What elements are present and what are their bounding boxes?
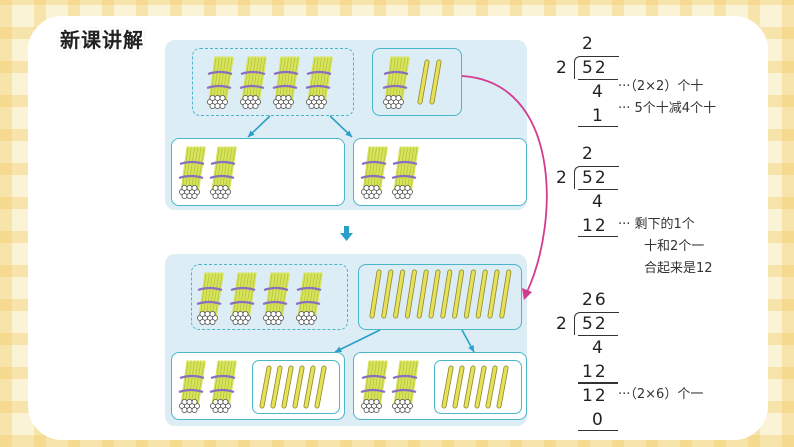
division-note: ···（2×2）个十 <box>618 79 704 94</box>
stick-bundle <box>382 56 410 110</box>
split-arrow-left-2 <box>334 329 381 353</box>
stick-bundle <box>360 146 388 200</box>
stick-bundle <box>209 360 237 414</box>
working-row: 4 <box>592 338 605 358</box>
loose-stick <box>428 269 441 319</box>
loose-stick <box>404 269 417 319</box>
division-note: ···（2×6）个一 <box>618 387 704 402</box>
loose-stick <box>452 269 465 319</box>
quotient: 26 <box>582 290 608 310</box>
division-bracket <box>574 56 619 79</box>
loose-stick <box>292 365 305 409</box>
stick-bundle <box>239 56 267 110</box>
divisor: 2 <box>556 168 569 188</box>
division-note: ··· 剩下的1个 <box>618 217 695 232</box>
subtraction-line <box>578 236 618 238</box>
stick-bundle <box>196 272 224 326</box>
stick-bundle <box>209 146 237 200</box>
split-arrow-right <box>329 115 353 138</box>
loose-stick <box>393 269 406 319</box>
group-twelve-ones <box>358 264 522 330</box>
subtraction-line <box>578 382 618 384</box>
loose-stick <box>429 59 442 105</box>
loose-stick <box>369 269 382 319</box>
loose-stick <box>463 269 476 319</box>
stick-bundle <box>262 272 290 326</box>
loose-stick <box>441 365 454 409</box>
loose-stick <box>303 365 316 409</box>
loose-stick <box>440 269 453 319</box>
loose-stick <box>485 365 498 409</box>
page-title: 新课讲解 <box>60 28 144 52</box>
loose-stick <box>417 59 430 105</box>
group-four-tens <box>192 48 354 116</box>
stick-bundle <box>295 272 323 326</box>
divisor: 2 <box>556 58 569 78</box>
loose-stick <box>270 365 283 409</box>
loose-stick <box>487 269 500 319</box>
down-arrow-icon <box>340 226 353 241</box>
subtraction-line <box>578 189 618 191</box>
loose-stick <box>281 365 294 409</box>
loose-stick <box>475 269 488 319</box>
quotient: 2 <box>582 34 595 54</box>
stick-bundle <box>229 272 257 326</box>
working-row: 0 <box>592 410 605 430</box>
stick-bundle <box>305 56 333 110</box>
working-row: 4 <box>592 82 605 102</box>
split-arrow-right-2 <box>461 329 475 353</box>
stick-bundle <box>178 146 206 200</box>
dividend: 52 <box>582 168 608 188</box>
division-note: ··· 5个十减4个十 <box>618 101 717 116</box>
quotient: 2 <box>582 144 595 164</box>
division-bracket <box>574 312 619 335</box>
division-note: 合起来是12 <box>644 261 713 276</box>
regroup-arrow <box>461 75 548 300</box>
working-row: 4 <box>592 192 605 212</box>
dividend: 52 <box>582 314 608 334</box>
loose-stick <box>381 269 394 319</box>
stick-bundle <box>391 146 419 200</box>
loose-stick <box>314 365 327 409</box>
stick-bundle <box>360 360 388 414</box>
subtraction-line <box>578 126 618 128</box>
loose-stick <box>416 269 429 319</box>
group-one-ten-two-ones <box>372 48 462 116</box>
stick-bundle <box>391 360 419 414</box>
stick-bundle <box>272 56 300 110</box>
division-bracket <box>574 166 619 189</box>
loose-stick <box>474 365 487 409</box>
loose-stick <box>496 365 509 409</box>
loose-stick <box>463 365 476 409</box>
subtraction-line <box>578 79 618 81</box>
loose-stick <box>259 365 272 409</box>
dividend: 52 <box>582 58 608 78</box>
working-row: 12 <box>582 386 608 406</box>
division-note: 十和2个一 <box>644 239 705 254</box>
subtraction-line <box>578 335 618 337</box>
subtraction-line <box>578 430 618 432</box>
working-row: 1 <box>592 106 605 126</box>
divisor: 2 <box>556 314 569 334</box>
loose-stick <box>499 269 512 319</box>
group-regroup-tens <box>191 264 348 330</box>
loose-stick <box>452 365 465 409</box>
subtraction-line <box>578 383 618 385</box>
working-row: 12 <box>582 362 608 382</box>
stick-bundle <box>206 56 234 110</box>
working-row: 12 <box>582 216 608 236</box>
split-arrow-left <box>247 115 271 138</box>
stick-bundle <box>178 360 206 414</box>
